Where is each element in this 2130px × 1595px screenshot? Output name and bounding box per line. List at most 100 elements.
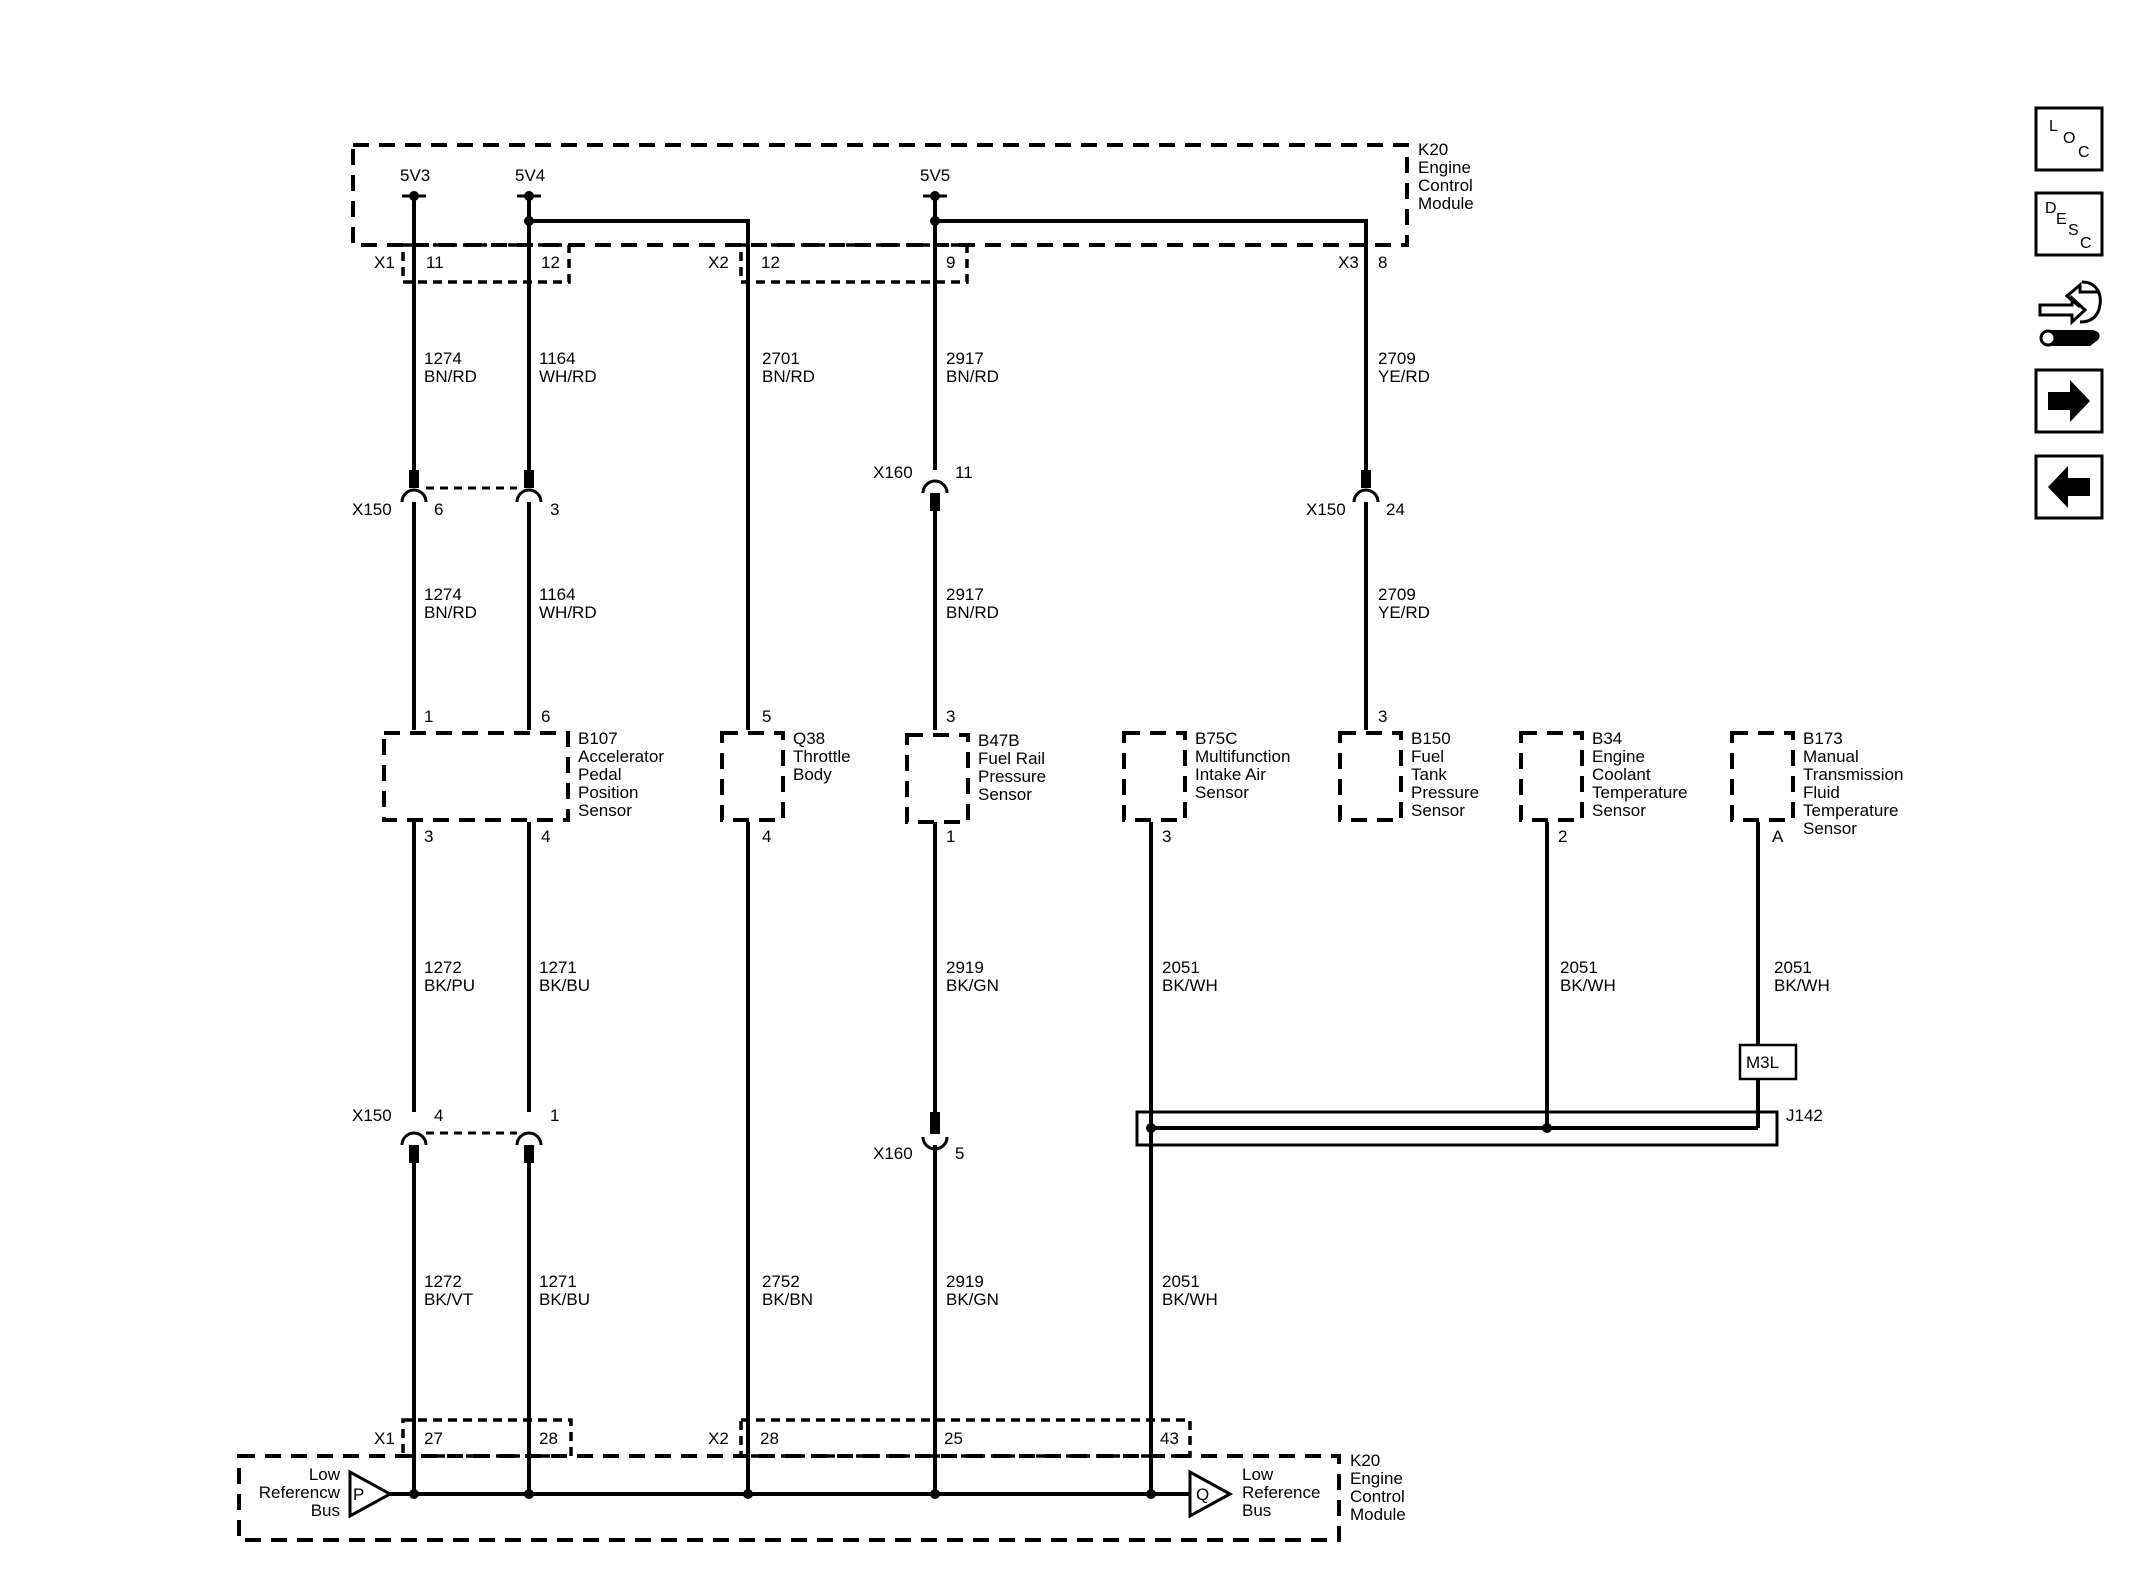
b47b-pin-1: 1 (946, 827, 955, 846)
wire-2917-num-a: 2917 (946, 349, 984, 368)
b47b-name-4: Sensor (978, 785, 1032, 804)
b34-pin-2: 2 (1558, 827, 1567, 846)
q38-name-1: Q38 (793, 729, 825, 748)
component-b75c: 3 B75C Multifunction Intake Air Sensor (1122, 729, 1290, 846)
component-b150: 3 B150 Fuel Tank Pressure Sensor (1338, 707, 1479, 822)
wire-1164-num-b: 1164 (539, 585, 576, 604)
q38-pin-5: 5 (762, 707, 771, 726)
wire-1271-num-a: 1271 (539, 958, 577, 977)
x150-pin-1: 1 (550, 1106, 559, 1125)
conn-x1-top: X1 (374, 253, 395, 272)
prev-page-button[interactable] (2034, 454, 2104, 520)
supply-5v4-label: 5V4 (515, 166, 545, 185)
pin-x2-43: 43 (1160, 1429, 1179, 1448)
b150-name-5: Sensor (1411, 801, 1465, 820)
arrow-left-icon (2048, 466, 2090, 508)
b150-name-3: Tank (1411, 765, 1447, 784)
next-page-button[interactable] (2034, 368, 2104, 434)
wire-2917-color-b: BN/RD (946, 603, 999, 622)
wire-2709-num-a: 2709 (1378, 349, 1416, 368)
b47b-pin-3: 3 (946, 707, 955, 726)
wire-1164-num-a: 1164 (539, 349, 576, 368)
b34-name-3: Coolant (1592, 765, 1651, 784)
x150-top-label: X150 (352, 500, 392, 519)
pin-x1-11: 11 (426, 253, 444, 272)
wire-1272-num-a: 1272 (424, 958, 462, 977)
wire-1271-num-b: 1271 (539, 1272, 577, 1291)
b107-name-2: Accelerator (578, 747, 664, 766)
b75c-name-3: Intake Air (1195, 765, 1266, 784)
component-q38: 5 4 Q38 Throttle Body (720, 707, 851, 846)
wire-2051-num-d: 2051 (1162, 1272, 1200, 1291)
pin-x2-28: 28 (760, 1429, 779, 1448)
bus-right-3: Bus (1242, 1501, 1271, 1520)
wire-2919-num-b: 2919 (946, 1272, 984, 1291)
desc-letter-c: C (2080, 235, 2092, 252)
wire-2919-num-a: 2919 (946, 958, 984, 977)
loc-button[interactable]: L O C (2034, 106, 2104, 172)
b173-name-1: B173 (1803, 729, 1843, 748)
wire-2752-color: BK/BN (762, 1290, 813, 1309)
pin-x2-25: 25 (944, 1429, 963, 1448)
wire-1164-color-b: WH/RD (539, 603, 597, 622)
conn-x1-bottom: X1 (374, 1429, 395, 1448)
m3l-label: M3L (1746, 1053, 1779, 1072)
x150-pin-6: 6 (434, 500, 443, 519)
b107-pin-1: 1 (424, 707, 433, 726)
b107-pin-6: 6 (541, 707, 550, 726)
b107-pin-4: 4 (541, 827, 550, 846)
component-b47b: 3 1 B47B Fuel Rail Pressure Sensor (905, 707, 1046, 846)
wire-1274-num-b: 1274 (424, 585, 462, 604)
wire-2709-color-a: YE/RD (1378, 367, 1430, 386)
x160-pin-11: 11 (955, 463, 973, 482)
wire-2919-color-b: BK/GN (946, 1290, 999, 1309)
x150-pin-4: 4 (434, 1106, 443, 1125)
b34-name-2: Engine (1592, 747, 1645, 766)
connector-service-icon[interactable] (2038, 280, 2102, 347)
q38-name-3: Body (793, 765, 832, 784)
desc-letter-d: D (2045, 200, 2057, 217)
pin-x3-8: 8 (1378, 253, 1387, 272)
b34-name-5: Sensor (1592, 801, 1646, 820)
inline-connector-labels: X150 6 3 X160 11 X150 24 X150 4 1 X160 5 (352, 463, 1405, 1163)
conn-x2-bottom: X2 (708, 1429, 729, 1448)
wire-1164-color-a: WH/RD (539, 367, 597, 386)
b75c-name-1: B75C (1195, 729, 1238, 748)
b34-name-4: Temperature (1592, 783, 1687, 802)
desc-letter-e: E (2056, 211, 2067, 228)
b173-name-5: Temperature (1803, 801, 1898, 820)
wire-2051-num-b: 2051 (1560, 958, 1598, 977)
b150-name-4: Pressure (1411, 783, 1479, 802)
wire-2709-num-b: 2709 (1378, 585, 1416, 604)
arrow-right-icon (2048, 380, 2090, 422)
b75c-name-2: Multifunction (1195, 747, 1290, 766)
wire-2701-color: BN/RD (762, 367, 815, 386)
x150-pin-24: 24 (1386, 500, 1405, 519)
b173-name-2: Manual (1803, 747, 1859, 766)
wire-2051-color-d: BK/WH (1162, 1290, 1218, 1309)
ecm-top-id: K20 (1418, 140, 1448, 159)
desc-button[interactable]: D E S C (2034, 191, 2104, 257)
pin-x1-27: 27 (424, 1429, 443, 1448)
wire-2752-num: 2752 (762, 1272, 800, 1291)
b47b-name-1: B47B (978, 731, 1020, 750)
x150-right-label: X150 (1306, 500, 1346, 519)
ecm-top-name-2: Control (1418, 176, 1473, 195)
ecm-bottom-module: K20 Engine Control Module Low Referencw … (237, 1451, 1406, 1542)
b75c-pin-3: 3 (1162, 827, 1171, 846)
conn-x2-top: X2 (708, 253, 729, 272)
ecm-bottom-name-3: Module (1350, 1505, 1406, 1524)
wire-1272-color-b: BK/VT (424, 1290, 473, 1309)
b107-name-1: B107 (578, 729, 618, 748)
x150-pin-3: 3 (550, 500, 559, 519)
bus-left-marker: P (353, 1485, 364, 1504)
wire-2051-color-c: BK/WH (1774, 976, 1830, 995)
b47b-name-3: Pressure (978, 767, 1046, 786)
bus-left-3: Bus (311, 1501, 340, 1520)
ecm-top-name-1: Engine (1418, 158, 1471, 177)
b150-name-1: B150 (1411, 729, 1451, 748)
bus-right-1: Low (1242, 1465, 1274, 1484)
wire-1271-color-b: BK/BU (539, 1290, 590, 1309)
wire-1274-color-a: BN/RD (424, 367, 477, 386)
pin-x2-9: 9 (946, 253, 955, 272)
